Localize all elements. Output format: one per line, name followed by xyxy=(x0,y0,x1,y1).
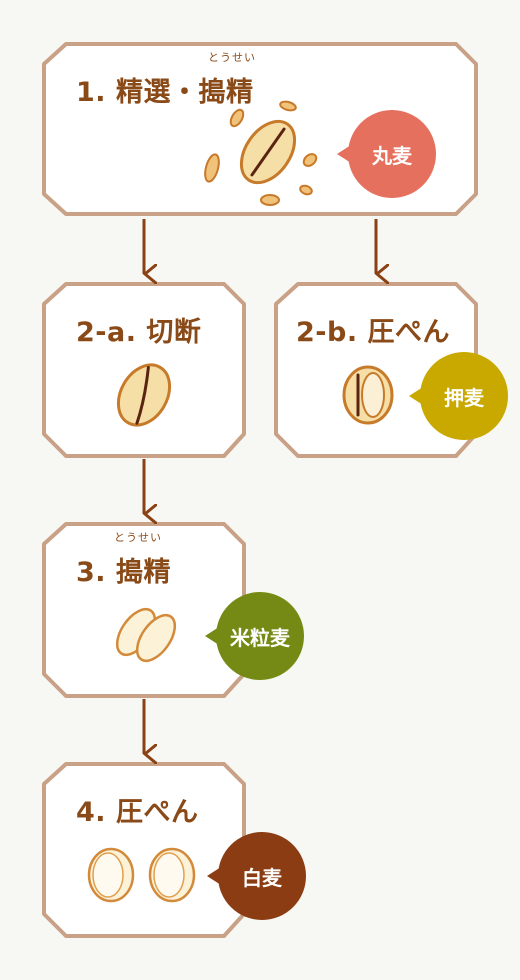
bran-fragment xyxy=(204,153,220,183)
step-4-title: 4. 圧ぺん xyxy=(76,797,199,828)
step-3-title: 3. 搗精 xyxy=(76,557,171,588)
product-label-hakubaku: 白麦 xyxy=(242,865,282,890)
cut-grain-illustration xyxy=(116,363,172,427)
product-label-beiryubaku: 米粒麦 xyxy=(230,625,290,650)
bran-fragment xyxy=(229,108,245,128)
product-bubble-oshimugi: 押麦 xyxy=(409,352,508,440)
step-1-title: 1. 精選・搗精 xyxy=(76,77,254,108)
bran-fragment xyxy=(299,184,313,196)
pressed-polished-grain-illustration xyxy=(87,847,196,903)
polished-grain-illustration xyxy=(115,607,177,663)
product-bubble-marumugi: 丸麦 xyxy=(337,110,436,198)
grain xyxy=(239,119,297,185)
product-label-marumugi: 丸麦 xyxy=(372,143,412,168)
step-2b-title: 2-b. 圧ぺん xyxy=(296,317,450,348)
step-3-ruby: とうせい xyxy=(114,531,162,544)
product-label-oshimugi: 押麦 xyxy=(444,385,484,410)
step-1-ruby: とうせい xyxy=(208,51,256,64)
product-bubble-beiryubaku: 米粒麦 xyxy=(205,592,304,680)
pressed-grain-illustration xyxy=(342,365,394,425)
bran-fragment xyxy=(279,100,297,112)
step-2a-title: 2-a. 切断 xyxy=(76,317,202,348)
bran-fragment xyxy=(260,194,280,206)
product-bubble-hakubaku: 白麦 xyxy=(207,832,306,920)
whole-grain-illustration xyxy=(204,100,318,206)
bran-fragment xyxy=(302,153,318,167)
